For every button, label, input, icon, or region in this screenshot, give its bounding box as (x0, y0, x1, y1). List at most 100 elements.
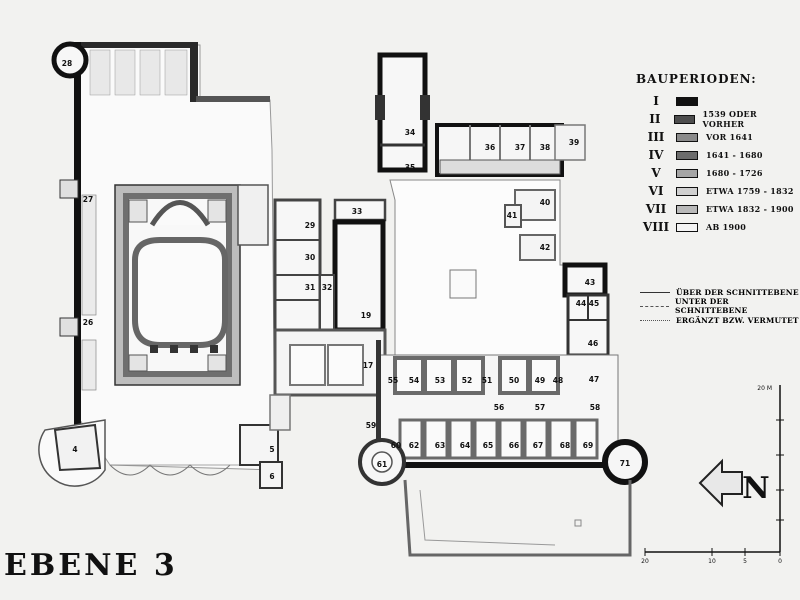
room-number: 37 (515, 143, 525, 152)
room-number: 44 (576, 299, 586, 308)
room-number: 55 (388, 376, 398, 385)
period-numeral: VI (648, 184, 664, 198)
period-swatch (676, 204, 698, 214)
legend-period-row: V 1680 - 1726 (636, 164, 796, 182)
legend-period-row: III VOR 1641 (636, 128, 796, 146)
scale-bar-vertical: 20 M (757, 385, 784, 552)
room-number: 4 (72, 445, 77, 454)
room-number: 40 (540, 198, 550, 207)
line-sample (640, 319, 670, 321)
room-number: 68 (560, 441, 570, 450)
room-number: 69 (583, 441, 593, 450)
scale-unit: 20 M (757, 385, 772, 392)
room-number: 49 (535, 376, 545, 385)
line-legend-row: ÜBER DER SCHNITTEBENE (640, 285, 800, 299)
room-number: 61 (377, 460, 387, 469)
line-legend-row: ERGÄNZT BZW. VERMUTET (640, 313, 800, 327)
room-number: 64 (460, 441, 470, 450)
north-letter: N (742, 471, 769, 506)
period-dates: ETWA 1832 - 1900 (706, 204, 794, 214)
north-arrow-icon: N (698, 458, 770, 508)
room-number: 41 (507, 211, 517, 220)
church (114, 184, 269, 386)
room-number: 31 (305, 283, 315, 292)
room-number: 19 (361, 311, 371, 320)
room-number: 52 (462, 376, 472, 385)
room-number: 26 (83, 318, 93, 327)
scale-tick-5: 5 (743, 558, 747, 565)
line-sample (640, 291, 670, 293)
period-swatch (676, 186, 698, 196)
north-range (435, 123, 586, 177)
legend-period-row: VI ETWA 1759 - 1832 (636, 182, 796, 200)
line-label: UNTER DER SCHNITTEBENE (675, 297, 748, 315)
room-number: 33 (352, 207, 362, 216)
period-dates: 1641 - 1680 (706, 150, 763, 160)
room-number: 65 (483, 441, 493, 450)
room-number: 38 (540, 143, 550, 152)
room-number: 46 (588, 339, 598, 348)
period-numeral: II (649, 112, 661, 126)
room-number: 34 (405, 128, 415, 137)
room-number: 51 (482, 376, 492, 385)
room-number: 58 (590, 403, 600, 412)
line-sample (640, 305, 670, 307)
period-swatch (673, 114, 695, 124)
legend-title: BAUPERIODEN: (636, 72, 757, 86)
legend-period-row: II 1539 ODER VORHER (636, 109, 796, 129)
central-connector (269, 198, 387, 431)
south-terrace (403, 479, 632, 557)
line-label: ÜBER DER SCHNITTEBENE (676, 287, 799, 297)
scale-bar-horizontal: 20 10 5 0 (641, 548, 782, 565)
period-dates: 1539 ODER VORHER (702, 109, 757, 129)
room-number: 36 (485, 143, 495, 152)
line-legend-row: UNTER DER SCHNITTEBENE (640, 297, 800, 315)
period-swatch (676, 96, 698, 106)
room-number: 63 (435, 441, 445, 450)
room-number: 42 (540, 243, 550, 252)
north-tower (375, 52, 430, 173)
period-numeral: VIII (642, 220, 670, 234)
room-number: 71 (620, 459, 630, 468)
room-number: 47 (589, 375, 599, 384)
room-number: 32 (322, 283, 332, 292)
room-number: 66 (509, 441, 519, 450)
level-title: EBENE 3 (4, 548, 178, 583)
room-number: 67 (533, 441, 543, 450)
period-dates: 1680 - 1726 (706, 168, 763, 178)
room-number: 43 (585, 278, 595, 287)
room-number: 57 (535, 403, 545, 412)
room-number: 48 (553, 376, 563, 385)
legend-period-row: I (636, 92, 796, 110)
scale-tick-0: 0 (778, 558, 782, 565)
scale-tick-10: 10 (708, 558, 716, 565)
period-dates: VOR 1641 (706, 132, 754, 142)
period-numeral: V (651, 166, 661, 180)
period-numeral: VII (645, 202, 667, 216)
period-numeral: I (653, 94, 659, 108)
room-number: 53 (435, 376, 445, 385)
room-number: 60 (391, 441, 401, 450)
room-number: 27 (83, 195, 93, 204)
room-number: 39 (569, 138, 579, 147)
room-number: 59 (366, 421, 376, 430)
legend-period-row: VIII AB 1900 (636, 218, 796, 236)
period-numeral: III (647, 130, 665, 144)
room-number: 28 (62, 59, 72, 68)
room-number: 17 (363, 361, 373, 370)
period-dates: AB 1900 (706, 222, 747, 232)
room-number: 50 (509, 376, 519, 385)
period-dates: ETWA 1759 - 1832 (706, 186, 794, 196)
room-number: 54 (409, 376, 419, 385)
line-label: ERGÄNZT BZW. VERMUTET (676, 315, 799, 325)
room-number: 62 (409, 441, 419, 450)
room-number: 6 (269, 472, 274, 481)
room-number: 30 (305, 253, 315, 262)
room-number: 5 (269, 445, 274, 454)
